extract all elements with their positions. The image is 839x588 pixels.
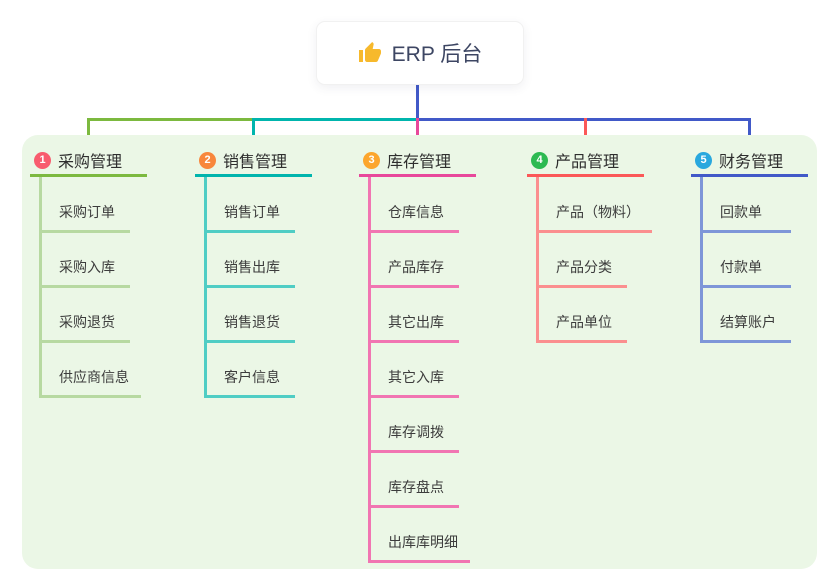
child-node[interactable]: 出库库明细 [371,508,470,563]
child-label: 采购订单 [59,204,115,220]
branch-drop-line-4 [584,118,587,147]
child-node[interactable]: 销售退货 [207,288,295,343]
child-label: 出库库明细 [388,534,458,550]
branch-children: 产品（物料） 产品分类 产品单位 [536,177,652,343]
branch-children: 销售订单 销售出库 销售退货 客户信息 [204,177,312,398]
child-label: 销售出库 [224,259,280,275]
child-label: 付款单 [720,259,762,275]
child-node[interactable]: 其它入库 [371,343,459,398]
child-label: 结算账户 [720,314,776,330]
child-label: 库存调拨 [388,424,444,440]
branch-title: 财务管理 [719,154,784,171]
child-label: 产品单位 [556,314,612,330]
child-label: 销售退货 [224,314,280,330]
branches-panel [22,135,817,569]
branch-node-product[interactable]: 4 产品管理 [527,146,644,177]
child-label: 供应商信息 [59,369,129,385]
branch-number-badge: 5 [695,151,712,169]
child-node[interactable]: 销售订单 [207,177,295,233]
branch-node-procurement[interactable]: 1 采购管理 [30,146,147,177]
branch-inventory: 3 库存管理 仓库信息 产品库存 其它出库 其它入库 库存调拨 库存盘点 出库库… [359,146,476,563]
child-node[interactable]: 结算账户 [703,288,791,343]
branch-drop-line-3 [416,118,419,147]
child-label: 仓库信息 [388,204,444,220]
child-node[interactable]: 库存盘点 [371,453,459,508]
child-node[interactable]: 产品单位 [539,288,627,343]
root-connector-line [416,83,419,121]
root-node[interactable]: ERP 后台 [316,21,524,85]
branch-node-sales[interactable]: 2 销售管理 [195,146,312,177]
child-node[interactable]: 销售出库 [207,233,295,288]
child-node[interactable]: 其它出库 [371,288,459,343]
child-node[interactable]: 付款单 [703,233,791,288]
branch-sales: 2 销售管理 销售订单 销售出库 销售退货 客户信息 [195,146,312,398]
child-label: 产品库存 [388,259,444,275]
child-node[interactable]: 采购退货 [42,288,130,343]
bus-line-segment-teal [252,118,418,121]
child-node[interactable]: 回款单 [703,177,791,233]
branch-node-finance[interactable]: 5 财务管理 [691,146,808,177]
branch-product: 4 产品管理 产品（物料） 产品分类 产品单位 [527,146,652,343]
child-node[interactable]: 产品（物料） [539,177,652,233]
child-label: 采购入库 [59,259,115,275]
child-label: 产品分类 [556,259,612,275]
branch-number-badge: 4 [531,151,548,169]
child-label: 客户信息 [224,369,280,385]
bus-line-segment-green [87,118,254,121]
branch-title: 库存管理 [387,154,452,171]
branch-title: 销售管理 [223,154,288,171]
child-node[interactable]: 采购订单 [42,177,130,233]
branch-children: 采购订单 采购入库 采购退货 供应商信息 [39,177,147,398]
child-node[interactable]: 客户信息 [207,343,295,398]
child-node[interactable]: 仓库信息 [371,177,459,233]
branch-procurement: 1 采购管理 采购订单 采购入库 采购退货 供应商信息 [30,146,147,398]
child-label: 其它入库 [388,369,444,385]
branch-drop-line-1 [87,118,90,147]
branch-children: 回款单 付款单 结算账户 [700,177,808,343]
child-node[interactable]: 供应商信息 [42,343,141,398]
child-node[interactable]: 库存调拨 [371,398,459,453]
branch-number-badge: 1 [34,151,51,169]
child-node[interactable]: 产品库存 [371,233,459,288]
thumbs-up-icon [358,41,382,65]
branch-children: 仓库信息 产品库存 其它出库 其它入库 库存调拨 库存盘点 出库库明细 [368,177,476,563]
branch-finance: 5 财务管理 回款单 付款单 结算账户 [691,146,808,343]
branch-drop-line-5 [748,118,751,147]
child-node[interactable]: 采购入库 [42,233,130,288]
child-label: 回款单 [720,204,762,220]
child-label: 采购退货 [59,314,115,330]
bus-line-segment-blue [416,118,751,121]
child-label: 产品（物料） [556,204,640,220]
branch-node-inventory[interactable]: 3 库存管理 [359,146,476,177]
child-label: 其它出库 [388,314,444,330]
branch-title: 产品管理 [555,154,620,171]
child-node[interactable]: 产品分类 [539,233,627,288]
branch-number-badge: 3 [363,151,380,169]
branch-number-badge: 2 [199,151,216,169]
root-node-label: ERP 后台 [391,43,483,66]
child-label: 库存盘点 [388,479,444,495]
branch-title: 采购管理 [58,154,123,171]
child-label: 销售订单 [224,204,280,220]
branch-drop-line-2 [252,118,255,147]
